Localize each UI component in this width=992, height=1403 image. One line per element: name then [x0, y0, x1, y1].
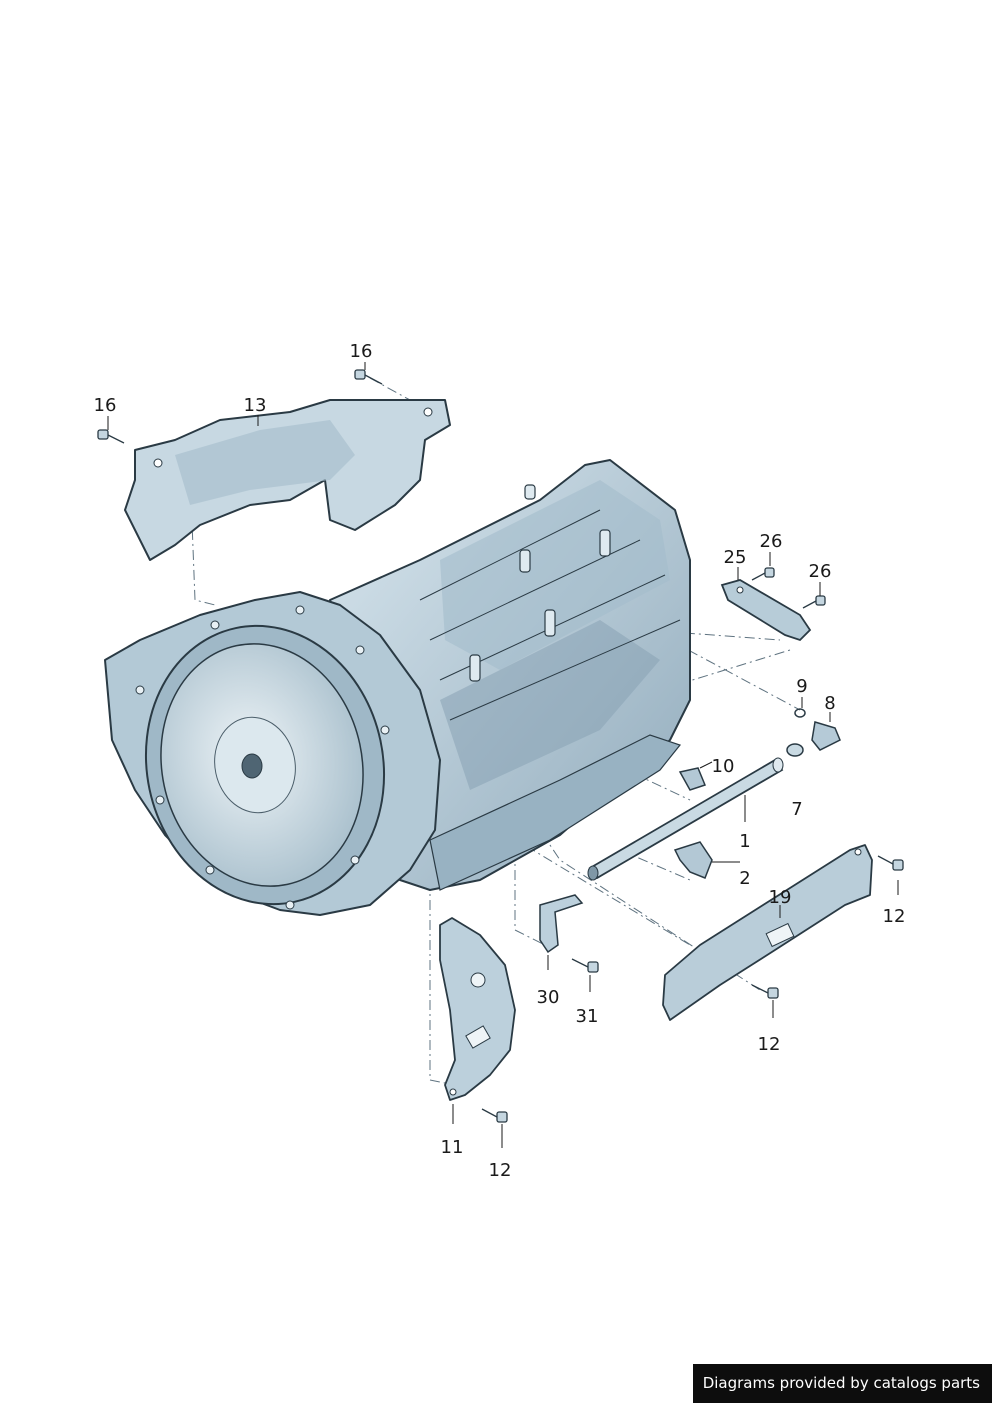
heat-shield-13 — [124, 399, 451, 561]
callout-9: 9 — [796, 676, 808, 697]
callout-2: 2 — [739, 868, 751, 889]
bolt-31 — [571, 958, 599, 973]
bolt-12-lower — [751, 984, 779, 999]
callout-16: 16 — [349, 341, 373, 362]
elbow-fitting-8 — [811, 721, 841, 751]
clip-10 — [678, 767, 706, 791]
shaft-1 — [587, 757, 784, 881]
bell-housing — [104, 591, 441, 916]
bolt-12-bottom — [481, 1108, 508, 1123]
callout-13: 13 — [243, 395, 267, 416]
callout-ticks — [107, 362, 899, 1148]
callout-1: 1 — [739, 831, 751, 852]
bolt-16-top — [354, 369, 383, 385]
bolts — [97, 369, 904, 1123]
callout-12: 12 — [488, 1160, 512, 1181]
bracket-30 — [539, 894, 584, 954]
callout-26: 26 — [759, 531, 783, 552]
bolt-26-upper — [751, 567, 775, 581]
bracket-11 — [439, 917, 516, 1101]
callout-7: 7 — [791, 799, 803, 820]
o-ring-9 — [794, 708, 806, 718]
callout-10: 10 — [711, 756, 735, 777]
callout-19: 19 — [768, 887, 792, 908]
callout-12: 12 — [882, 906, 906, 927]
credit-banner: Diagrams provided by catalogs parts — [692, 1364, 992, 1403]
fitting-7 — [786, 743, 804, 757]
callout-26: 26 — [808, 561, 832, 582]
bolt-16-left — [97, 429, 125, 444]
callout-25: 25 — [723, 547, 747, 568]
callout-11: 11 — [440, 1137, 464, 1158]
bracket-25 — [720, 579, 812, 642]
callout-30: 30 — [536, 987, 560, 1008]
callout-12: 12 — [757, 1034, 781, 1055]
cover-19 — [662, 844, 873, 1021]
callout-16: 16 — [93, 395, 117, 416]
bolt-12-right — [877, 855, 904, 871]
callout-31: 31 — [575, 1006, 599, 1027]
clip-2 — [673, 841, 713, 879]
bolt-26-lower — [802, 595, 826, 609]
callout-8: 8 — [824, 693, 836, 714]
